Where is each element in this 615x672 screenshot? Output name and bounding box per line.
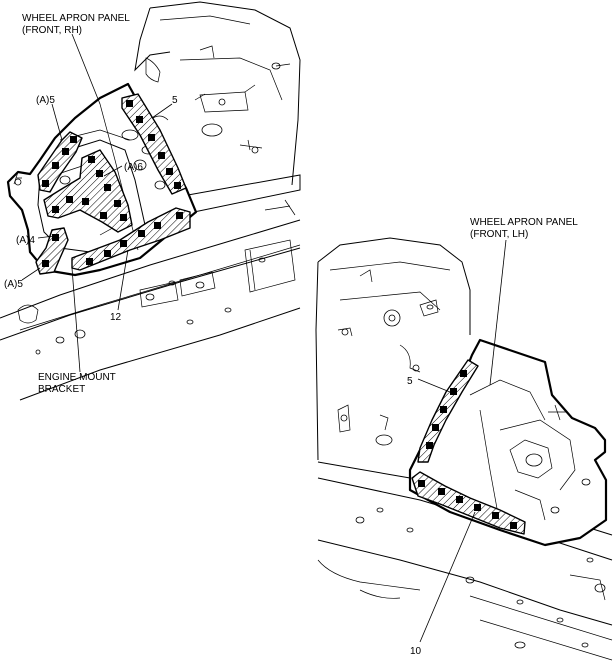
rh-body-structure [0,1,301,401]
lh-weld-spots [418,370,517,529]
rh-weld-spots [42,100,183,267]
lh-weld-band-5 [417,359,479,463]
label-12: 12 [110,312,122,323]
lh-panel-label-line2: (FRONT, LH) [470,229,528,240]
label-5-rh: 5 [172,95,178,106]
label-a4: (A)4 [16,235,35,246]
label-5-lh: 5 [407,376,413,387]
rh-weld-band-a6 [43,149,133,233]
lh-leader-lines [417,239,507,643]
label-a5-bottom: (A)5 [4,279,23,290]
label-a6: (A)6 [124,162,143,173]
label-10: 10 [410,646,422,657]
rh-panel-label-line2: (FRONT, RH) [22,25,82,36]
bracket-label-line2: BRACKET [38,384,85,395]
lh-panel-label-line1: WHEEL APRON PANEL [470,217,578,228]
rh-weld-band-a5-top [37,131,83,193]
rh-panel-label-line1: WHEEL APRON PANEL [22,13,130,24]
label-a5-top: (A)5 [36,95,55,106]
bracket-label-line1: ENGINE MOUNT [38,372,116,383]
rh-leader-lines [21,33,173,373]
